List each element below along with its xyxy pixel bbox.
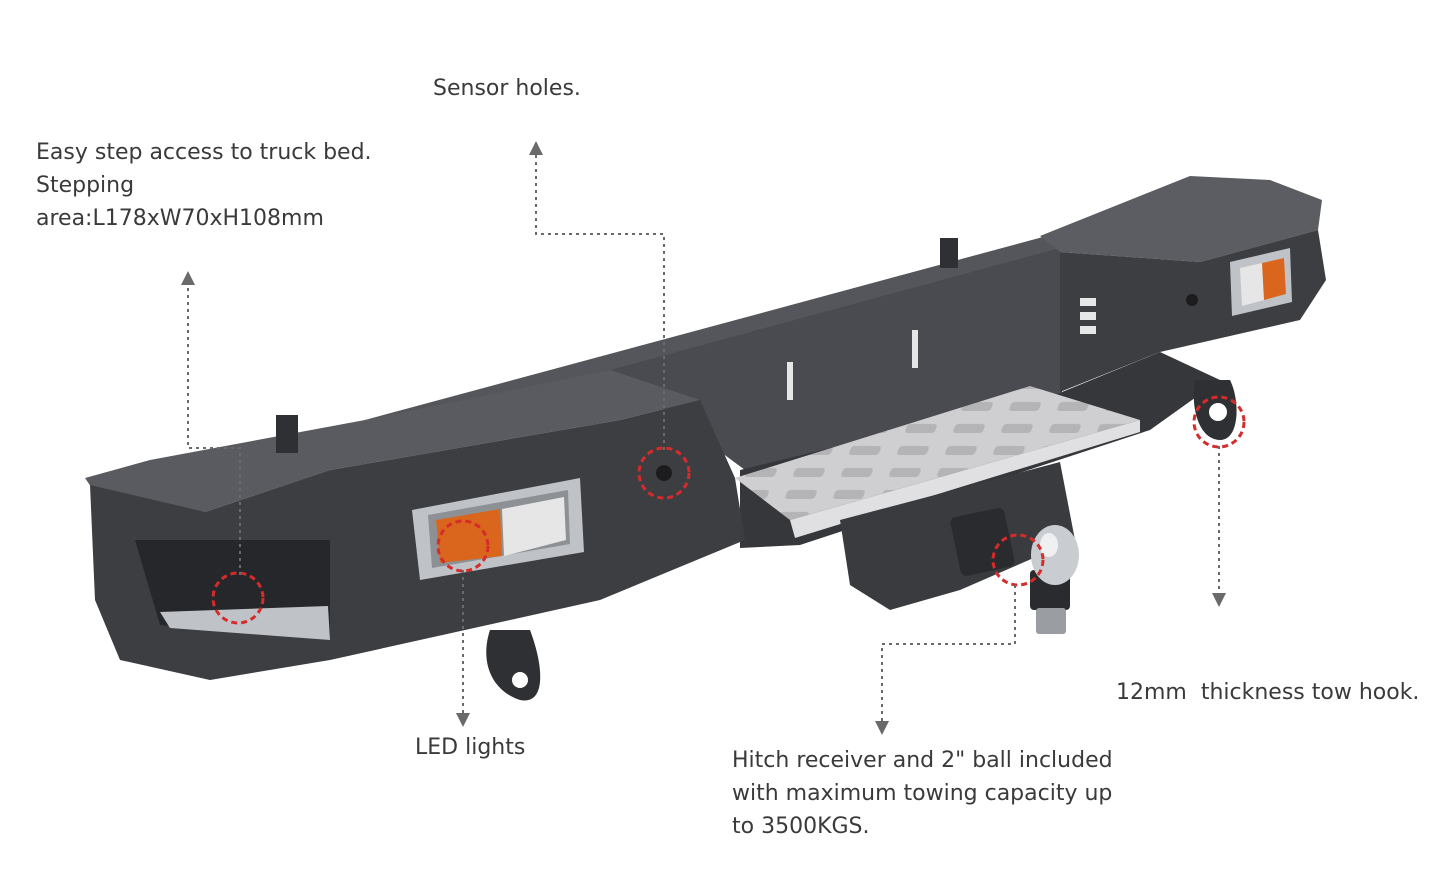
hitch-callout-line-3: to 3500KGS. [732,814,870,839]
sensor-callout-label: Sensor holes. [433,72,581,105]
step-callout-line-3: area:L178xW70xH108mm [36,206,324,231]
step-callout-label: Easy step access to truck bed. Stepping … [36,136,372,235]
step-callout-line-2: Stepping [36,173,135,198]
hitch-highlight-circle [991,533,1045,587]
left-led-lamp [412,478,584,580]
tow-hook-highlight-circle [1192,395,1246,449]
hitch-callout-label: Hitch receiver and 2" ball included with… [732,744,1113,843]
step-highlight-circle [211,571,265,625]
sensor-leader-line [529,141,665,450]
sensor-hole-left [656,465,672,481]
led-callout-label: LED lights [415,731,525,764]
tow-hook-callout-label: 12mm thickness tow hook. [1116,610,1419,742]
hitch-callout-line-2: with maximum towing capacity up [732,781,1113,806]
sensor-callout-line-1: Sensor holes. [433,76,581,101]
step-callout-line-1: Easy step access to truck bed. [36,140,372,165]
tow-hook-callout-line-1: 12mm thickness tow hook. [1116,680,1420,705]
hitch-leader-line [875,585,1016,735]
step-leader-line [181,271,241,575]
bumper-body [85,176,1326,701]
led-callout-line-1: LED lights [415,735,526,760]
sensor-hole-right [1186,294,1198,306]
hitch-callout-line-1: Hitch receiver and 2" ball included [732,748,1113,773]
right-led-lamp [1230,248,1292,316]
led-highlight-circle [436,519,490,573]
sensor-highlight-circle [637,446,691,500]
